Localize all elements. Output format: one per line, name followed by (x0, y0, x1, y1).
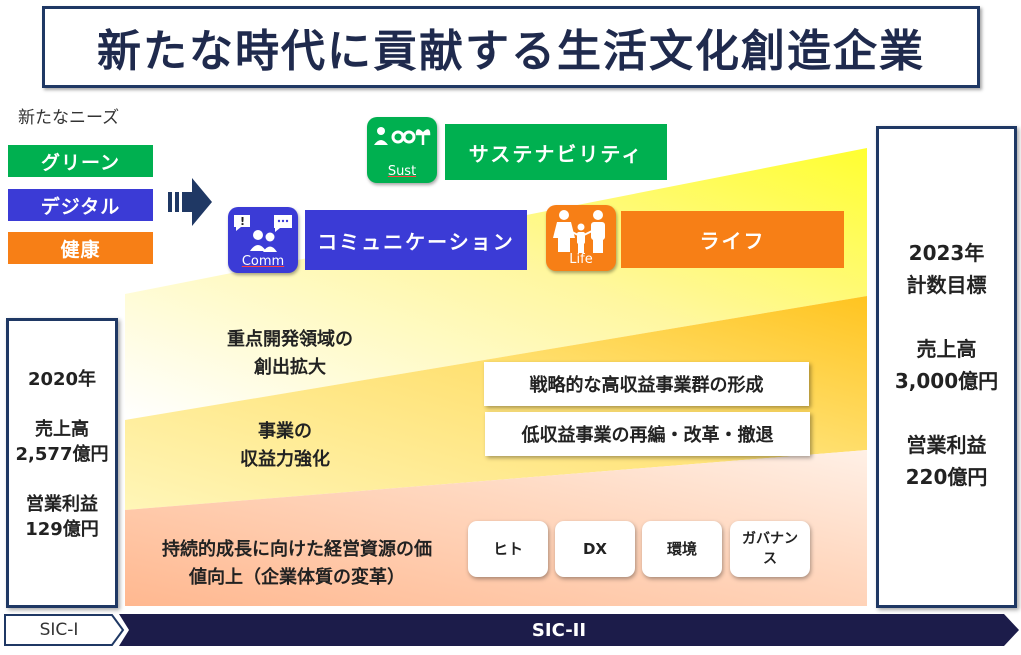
targets-2023-label: 計数目標 (906, 273, 987, 297)
targets-2023-box: 2023年 計数目標 売上高 3,000億円 営業利益 220億円 (876, 126, 1017, 608)
communication-icon: ! Comm (228, 207, 298, 273)
results-2020-year: 2020年 (27, 369, 97, 390)
band-resources-line1: 持続的成長に向けた経営資源の価 (162, 539, 432, 560)
results-2020-sales-label: 売上高 (35, 419, 89, 440)
life-icon: Life (546, 205, 616, 271)
targets-2023-sales-value: 3,000億円 (894, 369, 999, 393)
need-digital: デジタル (8, 189, 153, 221)
sustainability-icon-label: Sust (387, 164, 417, 179)
timeline-phase1-arrow (4, 614, 125, 646)
band-resources-line2: 値向上（企業体質の変革） (189, 567, 405, 588)
targets-2023-profit-value: 220億円 (905, 465, 988, 489)
targets-2023-sales-label: 売上高 (916, 337, 977, 361)
life-bar: ライフ (621, 211, 844, 268)
results-2020-sales-value: 2,577億円 (15, 444, 109, 465)
band-profitability-line1: 事業の (258, 421, 312, 442)
need-health: 健康 (8, 232, 153, 264)
targets-2023-year: 2023年 (908, 241, 985, 265)
need-green: グリーン (8, 145, 153, 177)
life-icon-label: Life (569, 252, 593, 267)
band-profitability-text: 事業の 収益力強化 (205, 418, 365, 474)
strategy-high-profit: 戦略的な高収益事業群の形成 (484, 362, 809, 406)
sustainability-icon: Sust (367, 117, 437, 183)
band-focus-area-line1: 重点開発領域の (227, 329, 353, 350)
page-title: 新たな時代に貢献する生活文化創造企業 (97, 26, 925, 77)
needs-label: 新たなニーズ (18, 108, 120, 128)
timeline-phase2-arrow (119, 614, 1019, 646)
communication-icon-label: Comm (241, 254, 285, 269)
band-resources-text: 持続的成長に向けた経営資源の価 値向上（企業体質の変革） (132, 536, 462, 592)
results-2020-box: 2020年 売上高 2,577億円 営業利益 129億円 (6, 318, 118, 608)
targets-2023-profit-label: 営業利益 (906, 433, 987, 457)
resource-environment: 環境 (642, 521, 722, 577)
band-focus-area-text: 重点開発領域の 創出拡大 (210, 326, 370, 382)
resource-governance: ガバナンス (730, 521, 810, 577)
timeline-phase1-label: SIC-I (39, 620, 79, 640)
band-focus-area-line2: 創出拡大 (254, 357, 326, 378)
svg-text:!: ! (240, 215, 245, 228)
title-box: 新たな時代に貢献する生活文化創造企業 (42, 6, 980, 88)
resource-dx: DX (555, 521, 635, 577)
strategy-low-profit-restructure: 低収益事業の再編・改革・撤退 (485, 412, 810, 456)
results-2020-profit-value: 129億円 (25, 519, 99, 540)
timeline-phase2-label: SIC-II (531, 619, 587, 641)
band-profitability-line2: 収益力強化 (240, 449, 330, 470)
communication-bar: コミュニケーション (305, 210, 527, 270)
resource-people: ヒト (468, 521, 548, 577)
sustainability-bar: サステナビリティ (445, 124, 667, 180)
results-2020-profit-label: 営業利益 (26, 494, 98, 515)
right-arrow-icon (168, 178, 212, 226)
